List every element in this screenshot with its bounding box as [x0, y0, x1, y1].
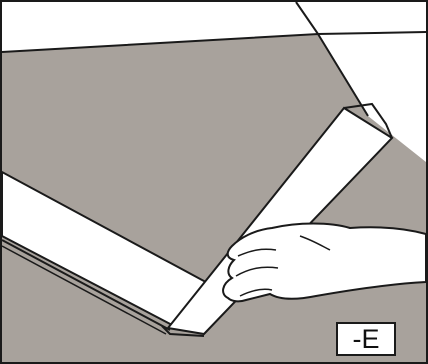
plank-edge-line: [1, 239, 171, 331]
plank-tongue-edge: [343, 102, 393, 139]
finger-line-1: [237, 248, 277, 257]
step-label-box: -E: [336, 322, 396, 356]
finger-line-3: [239, 288, 273, 297]
hand-drawing: [222, 222, 427, 303]
plank-groove-line: [1, 245, 167, 335]
knuckle-line: [299, 235, 331, 251]
floor-edge-line: [1, 32, 369, 117]
finger-line-2: [235, 266, 279, 277]
plank-joint-line: [161, 325, 205, 337]
